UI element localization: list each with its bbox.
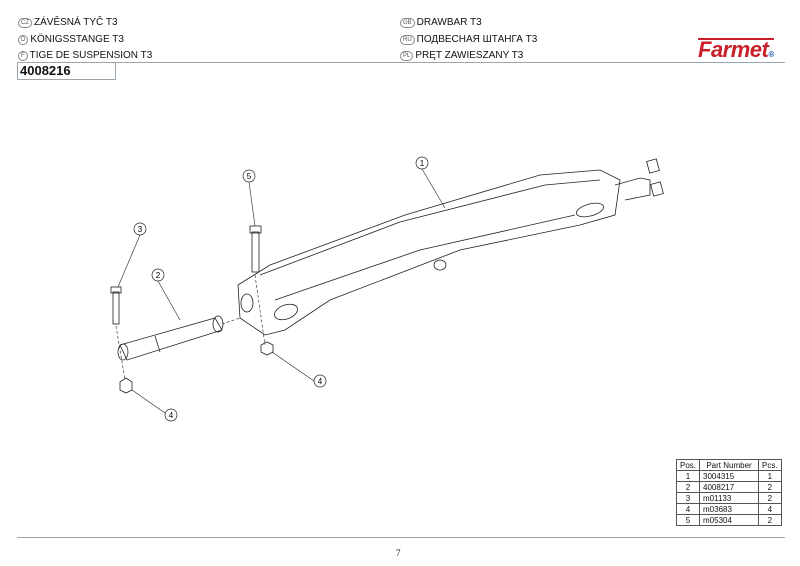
table-header: Pos. Part Number Pcs. bbox=[675, 459, 782, 471]
callout-1: 1 bbox=[420, 159, 425, 168]
cell: 1 bbox=[675, 470, 701, 482]
callout-3: 3 bbox=[138, 225, 143, 234]
col-pos: Pos. bbox=[675, 459, 701, 471]
callout-2: 2 bbox=[156, 271, 161, 280]
drawbar-body bbox=[237, 158, 664, 336]
pin bbox=[117, 315, 224, 361]
cell: m03683 bbox=[699, 503, 760, 515]
cell: 3004315 bbox=[699, 470, 760, 482]
footer-divider bbox=[17, 537, 785, 538]
callout-5: 5 bbox=[247, 172, 252, 181]
lang-badge: PL bbox=[400, 50, 414, 61]
cell: 1 bbox=[758, 470, 782, 482]
farmet-logo: Farmet® bbox=[698, 38, 774, 65]
header-divider bbox=[17, 62, 785, 63]
title-text: ZÁVĚSNÁ TYČ T3 bbox=[34, 17, 118, 28]
leader-lines bbox=[115, 274, 266, 381]
title-text: TIGE DE SUSPENSION T3 bbox=[29, 50, 153, 61]
lang-badge: D bbox=[18, 34, 29, 45]
cell: 2 bbox=[758, 481, 782, 493]
logo-text: Farmet bbox=[698, 37, 769, 62]
cell: 4 bbox=[758, 503, 782, 515]
cell: 5 bbox=[675, 514, 701, 526]
part-code: 4008216 bbox=[17, 62, 116, 80]
cell: 4008217 bbox=[699, 481, 760, 493]
title-text: KÖNIGSSTANGE T3 bbox=[30, 34, 124, 45]
lang-badge: GB bbox=[400, 17, 415, 28]
callout-4a: 4 bbox=[318, 377, 323, 386]
page-number: 7 bbox=[396, 548, 401, 558]
cell: 2 bbox=[675, 481, 701, 493]
cell: 4 bbox=[675, 503, 701, 515]
title-text: PRĘT ZAWIESZANY T3 bbox=[415, 50, 524, 61]
title-text: ПОДВЕСНАЯ ШТАНГА T3 bbox=[416, 34, 538, 45]
cell: m05304 bbox=[699, 514, 760, 526]
cell: 3 bbox=[675, 492, 701, 504]
callout-4b: 4 bbox=[169, 411, 174, 420]
lang-badge: CZ bbox=[18, 17, 32, 28]
lang-badge: F bbox=[18, 50, 28, 61]
title-text: DRAWBAR T3 bbox=[416, 17, 482, 28]
lang-badge: RU bbox=[400, 34, 415, 45]
callout-lines bbox=[117, 168, 446, 414]
cell: 2 bbox=[758, 492, 782, 504]
cell: 2 bbox=[758, 514, 782, 526]
cell: m01133 bbox=[699, 492, 760, 504]
col-part-number: Part Number bbox=[699, 459, 760, 471]
col-pcs: Pcs. bbox=[758, 459, 782, 471]
